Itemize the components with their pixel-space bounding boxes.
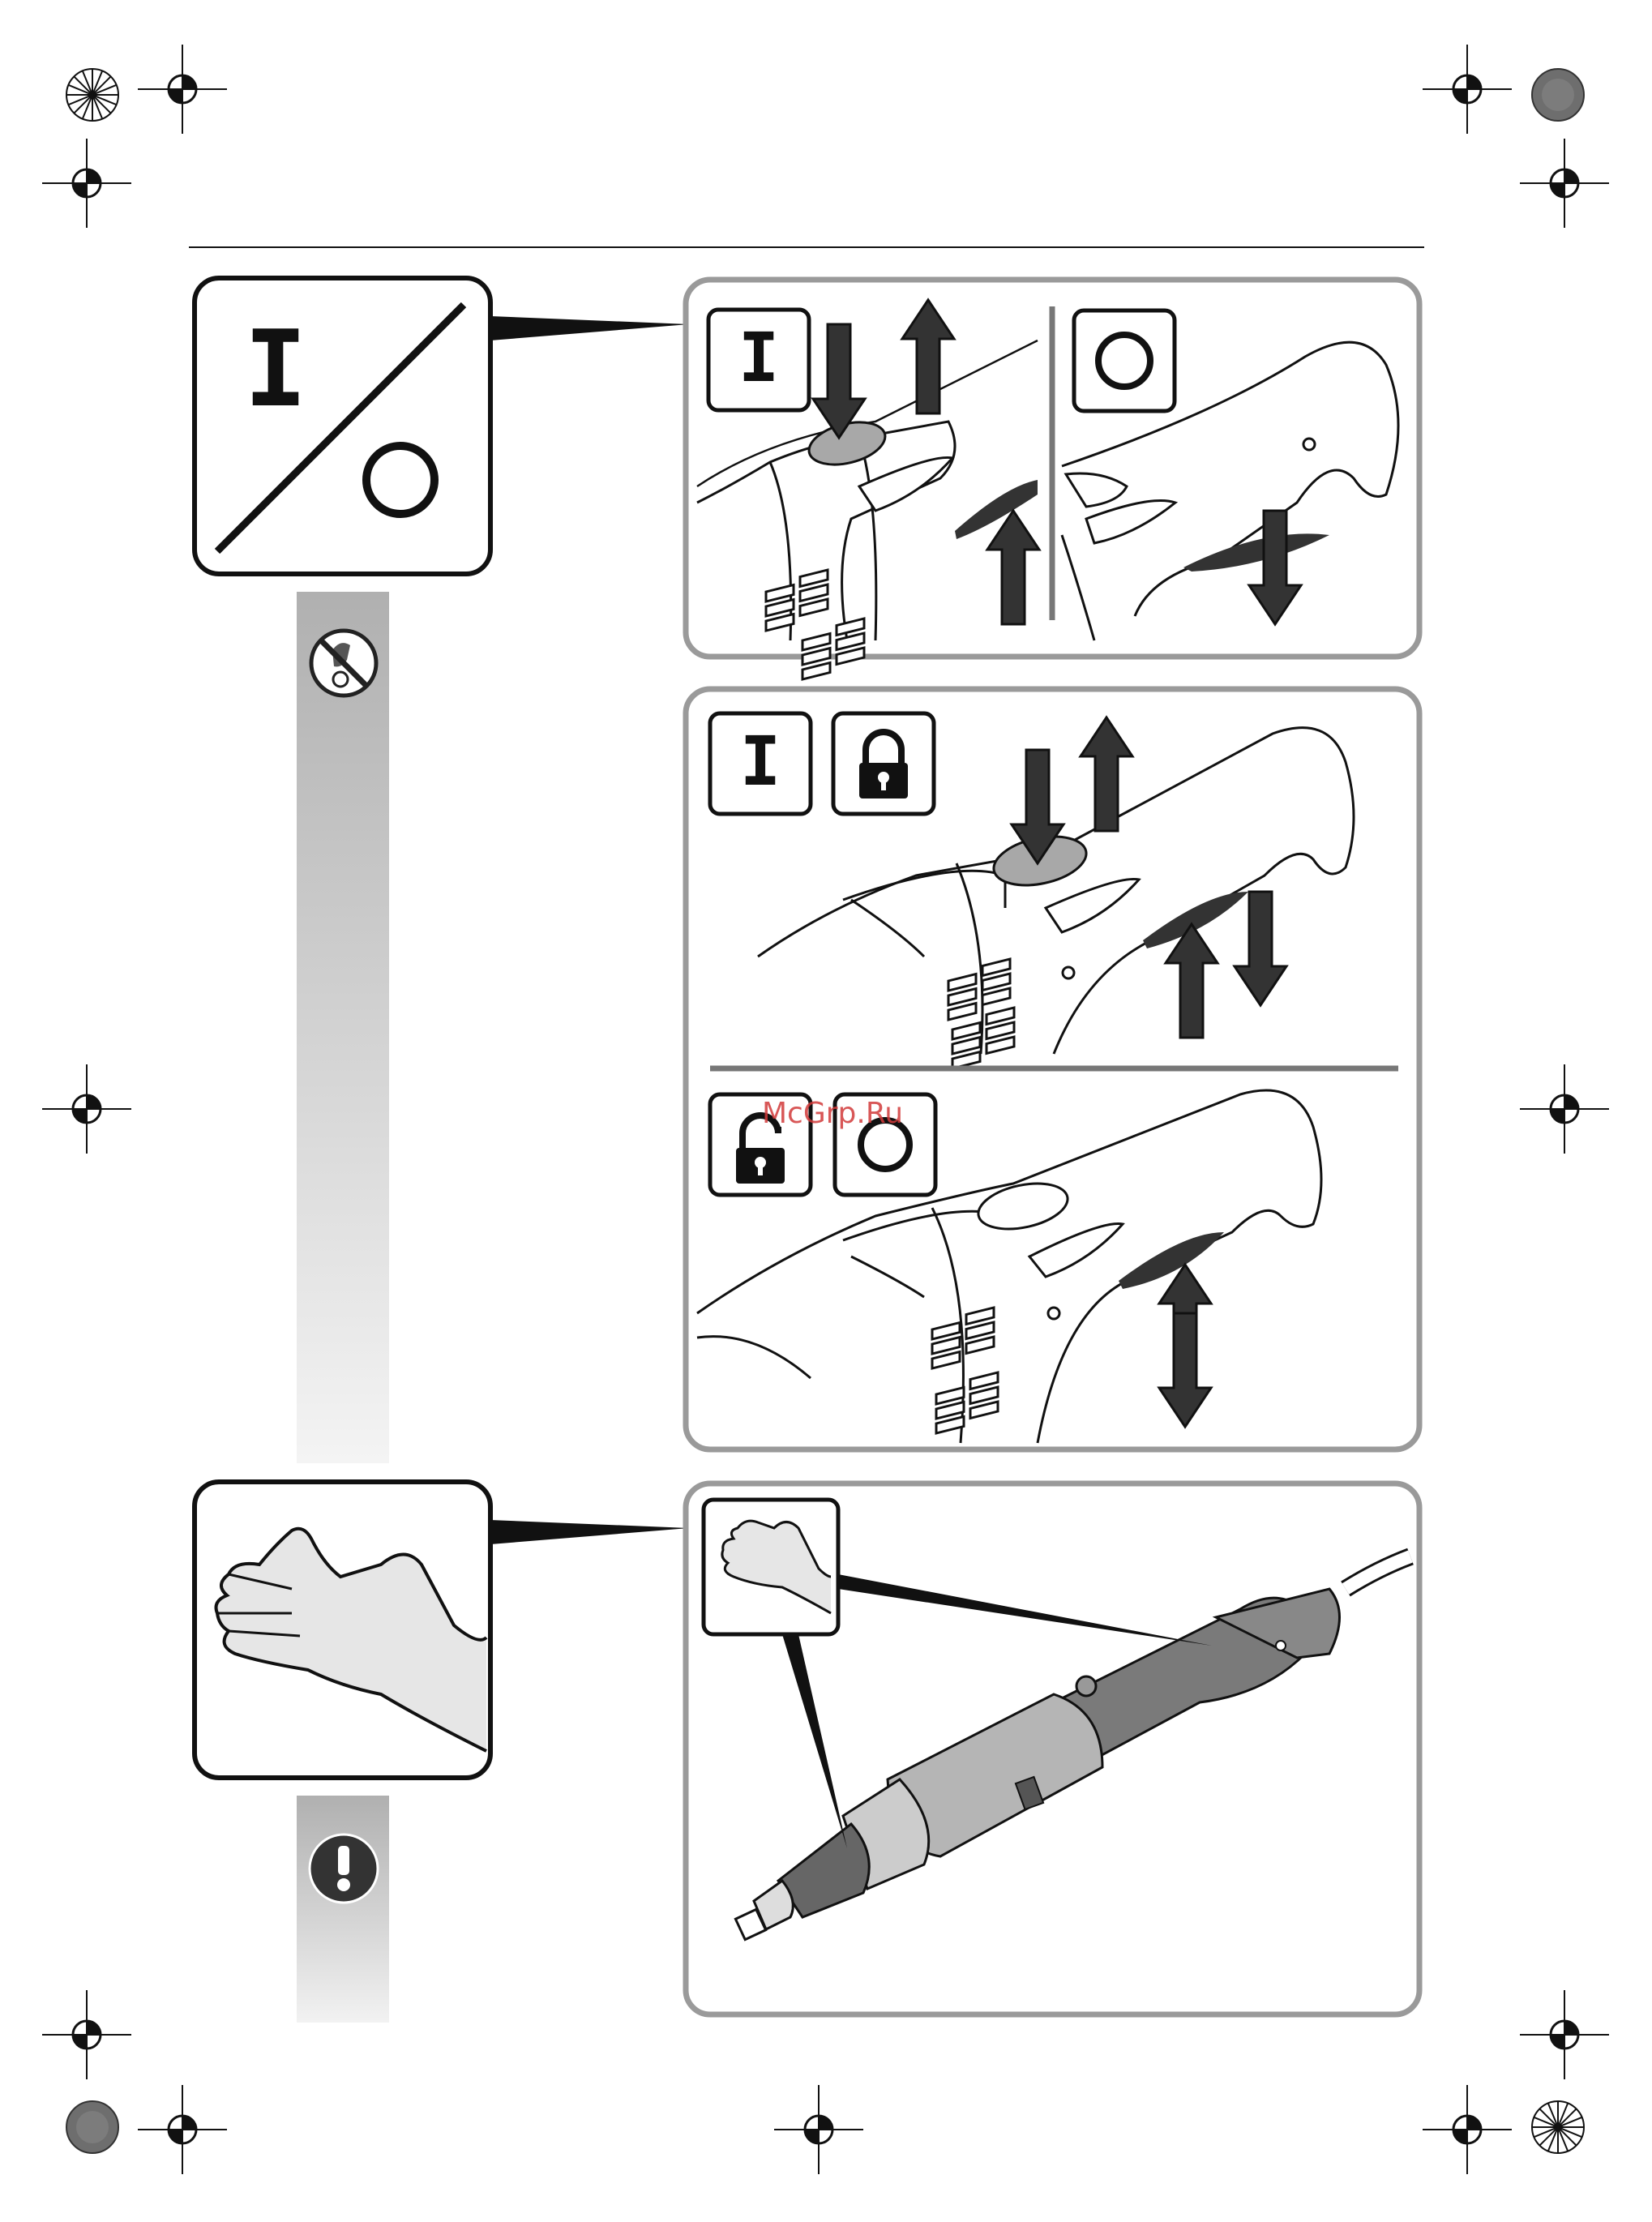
panel-switch-on-off: I [686, 280, 1419, 679]
exclamation-warning-icon [310, 1835, 378, 1903]
watermark-text: McGrp.Ru [762, 1097, 903, 1130]
sidebar-strip-top [297, 592, 389, 1463]
sidebar-strip-bottom [297, 1796, 389, 2023]
panel-tool-overview [686, 1483, 1419, 2014]
panel2-on-symbol: I [740, 721, 781, 801]
panel-continuous-lock: I [686, 689, 1419, 1449]
no-touch-rotating-icon [311, 631, 376, 696]
on-off-switch-icon: I [195, 278, 689, 574]
hand-grip-icon [195, 1482, 689, 1778]
panel1-on-symbol: I [738, 318, 780, 397]
on-symbol-text: I [244, 307, 307, 430]
